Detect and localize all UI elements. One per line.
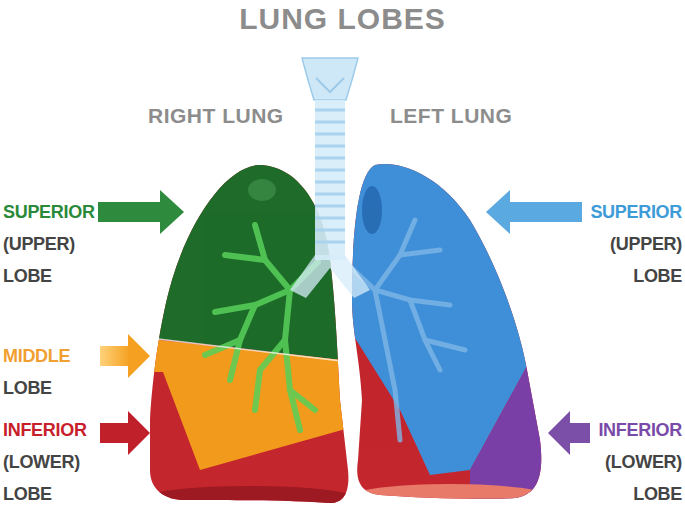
ring: [315, 205, 345, 208]
lung-heading: LEFT LUNG: [390, 104, 512, 128]
lobe-label: MIDDLE LOBE: [3, 340, 70, 404]
trachea: [290, 58, 370, 298]
ring: [315, 133, 345, 136]
ring: [315, 121, 345, 124]
larynx-notch: [316, 78, 344, 92]
lobe-label: INFERIOR (LOWER) LOBE: [598, 414, 682, 510]
ring: [315, 181, 345, 184]
arrow-head: [548, 411, 570, 455]
label-line: LOBE: [3, 372, 70, 404]
label-line: (LOWER): [598, 446, 682, 478]
label-line: LOBE: [598, 478, 682, 510]
arrow-shaft: [568, 423, 590, 443]
bronchus: [290, 390, 315, 410]
label-line: INFERIOR: [598, 414, 682, 446]
arrow-shaft: [100, 423, 130, 443]
arrow-shaft: [100, 346, 130, 366]
label-line: (LOWER): [3, 446, 87, 478]
label-line: LOBE: [3, 260, 95, 292]
pointer-arrow: [100, 334, 150, 378]
ring: [315, 229, 345, 232]
bronchial-tree: [345, 220, 465, 440]
diagram-title: LUNG LOBES: [0, 2, 685, 36]
ring: [315, 169, 345, 172]
label-line: MIDDLE: [3, 340, 70, 372]
trachea-rings: [315, 110, 345, 242]
bronchus: [425, 340, 465, 350]
horizontal-fissure: [150, 338, 350, 362]
pointer-arrow: [486, 190, 582, 234]
label-line: SUPERIOR: [590, 196, 682, 228]
bronchus: [400, 250, 440, 255]
arrow-shaft: [508, 202, 582, 222]
label-line: (UPPER): [3, 228, 95, 260]
bronchus: [225, 255, 265, 260]
ring: [315, 217, 345, 220]
ring: [315, 145, 345, 148]
lobe-label: INFERIOR (LOWER) LOBE: [3, 414, 87, 510]
middle-lobe: [140, 338, 360, 470]
ring: [315, 109, 345, 112]
arrow-head: [160, 190, 184, 234]
lobe-label: SUPERIOR (UPPER) LOBE: [590, 196, 682, 292]
arrow-head: [128, 411, 150, 455]
bronchus: [285, 290, 300, 430]
ring: [315, 157, 345, 160]
pointer-arrow: [100, 411, 150, 455]
lung-shade: [362, 186, 382, 234]
label-line: LOBE: [590, 260, 682, 292]
larynx: [302, 58, 358, 100]
arrow-shaft: [98, 202, 162, 222]
label-line: INFERIOR: [3, 414, 87, 446]
bronchial-tree: [205, 225, 318, 430]
arrow-head: [128, 334, 150, 378]
trachea-tube: [315, 100, 345, 260]
ring: [315, 241, 345, 244]
label-line: (UPPER): [590, 228, 682, 260]
lung-highlight: [248, 179, 276, 201]
ring: [315, 193, 345, 196]
arrow-head: [486, 190, 510, 234]
lung-heading: RIGHT LUNG: [148, 104, 284, 128]
bronchus: [410, 300, 440, 370]
lung-base-shade: [350, 484, 550, 510]
lung-base-shade: [140, 486, 360, 513]
bronchus: [375, 290, 400, 440]
label-line: LOBE: [3, 478, 87, 510]
pointer-arrow: [98, 190, 184, 234]
main-bronchi: [290, 255, 370, 298]
pointer-arrow: [548, 411, 590, 455]
label-line: SUPERIOR: [3, 196, 95, 228]
lobe-label: SUPERIOR (UPPER) LOBE: [3, 196, 95, 292]
